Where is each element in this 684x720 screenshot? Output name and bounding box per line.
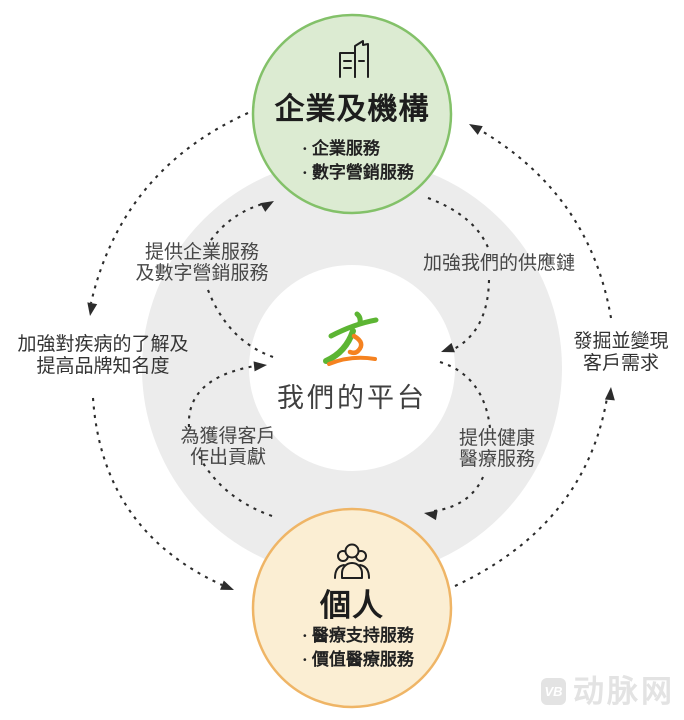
individuals-circle — [251, 507, 453, 709]
flow-label-monetize-needs: 發掘並變現 客戶需求 — [573, 331, 669, 374]
arrowhead-bottom-to-center — [253, 361, 267, 372]
individuals-title: 個人 — [320, 588, 384, 623]
enterprises-circle — [251, 13, 453, 215]
arrowhead-bottom-to-rightlabel — [604, 387, 615, 401]
arrowhead-center-to-bottom — [424, 510, 438, 521]
flow-label-provide-healthcare-services: 提供健康 醫療服務 — [458, 428, 536, 470]
arrowhead-center-to-top — [260, 201, 274, 212]
arrowhead-rightlabel-to-top — [469, 124, 483, 135]
arrowhead-top-to-leftlabel — [87, 302, 98, 316]
leaping-figure-brand-logo — [323, 311, 379, 366]
individuals-services-list: · 醫療支持服務 · 價值醫療服務 — [302, 624, 414, 672]
vb-logo: VB — [541, 678, 566, 705]
flow-label-strengthen-supply-chain: 加強我們的供應鏈 — [422, 253, 576, 274]
watermark: VB 动脉网 — [541, 676, 675, 707]
inner-flow-arrows — [187, 197, 492, 521]
flow-label-provide-enterprise-services: 提供企業服務 及數字營銷服務 — [135, 242, 269, 284]
platform-label: 我們的平台 — [277, 383, 427, 413]
enterprises-title: 企業及機構 — [274, 93, 430, 126]
watermark-text: 动脉网 — [573, 674, 675, 709]
enterprises-service-item: · 數字營銷服務 — [302, 163, 414, 182]
enterprises-service-item: · 企業服務 — [302, 139, 380, 158]
individuals-service-item: · 價值醫療服務 — [302, 650, 414, 669]
individuals-service-item: · 醫療支持服務 — [302, 626, 414, 645]
flow-label-awareness: 加強對疾病的了解及 提高品牌知名度 — [17, 334, 189, 377]
outer-flow-arrows — [87, 112, 615, 590]
people-group-icon — [334, 543, 370, 579]
flow-label-customer-acquisition: 為獲得客戶 作出貢獻 — [180, 426, 276, 468]
enterprises-services-list: · 企業服務 · 數字營銷服務 — [302, 137, 414, 185]
arrowhead-leftlabel-to-bottom — [220, 580, 234, 590]
buildings-icon — [339, 40, 369, 78]
arrowhead-top-to-center — [441, 342, 455, 353]
